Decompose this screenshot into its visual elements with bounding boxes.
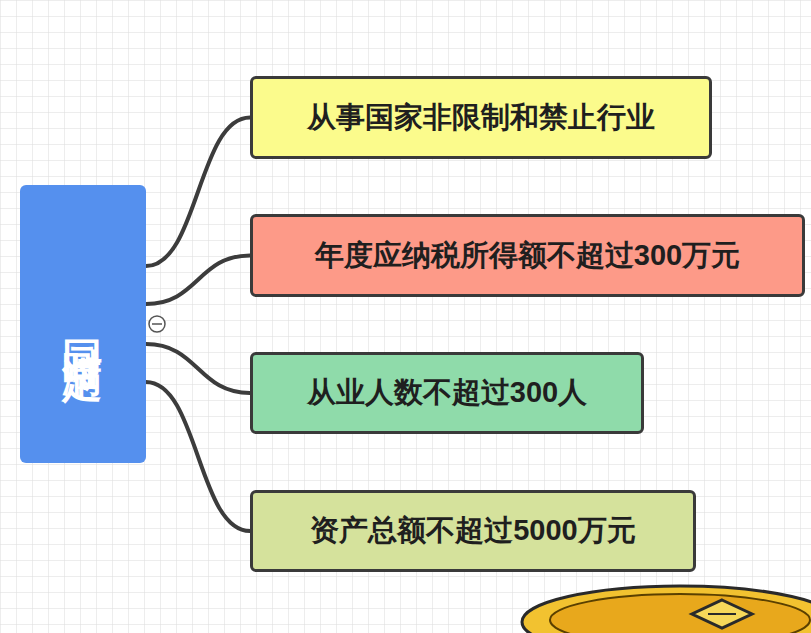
condition-box: 从事国家非限制和禁止行业 xyxy=(250,76,712,159)
coin-decoration xyxy=(522,586,811,633)
condition-box: 资产总额不超过5000万元 xyxy=(250,490,696,572)
branch-curve xyxy=(146,382,250,531)
node-label: 年度应纳税所得额不超过300万元 xyxy=(315,236,740,276)
collapse-toggle xyxy=(149,316,165,332)
node-label: 同时满足 xyxy=(56,308,111,340)
node-label: 从业人数不超过300人 xyxy=(307,373,587,413)
node-label: 资产总额不超过5000万元 xyxy=(310,511,636,551)
branch-curve xyxy=(146,256,250,305)
branch-curve xyxy=(146,118,250,267)
root-box: 同时满足 xyxy=(20,185,146,463)
condition-box: 年度应纳税所得额不超过300万元 xyxy=(250,214,805,297)
condition-box: 从业人数不超过300人 xyxy=(250,352,644,434)
node-label: 从事国家非限制和禁止行业 xyxy=(307,98,655,138)
